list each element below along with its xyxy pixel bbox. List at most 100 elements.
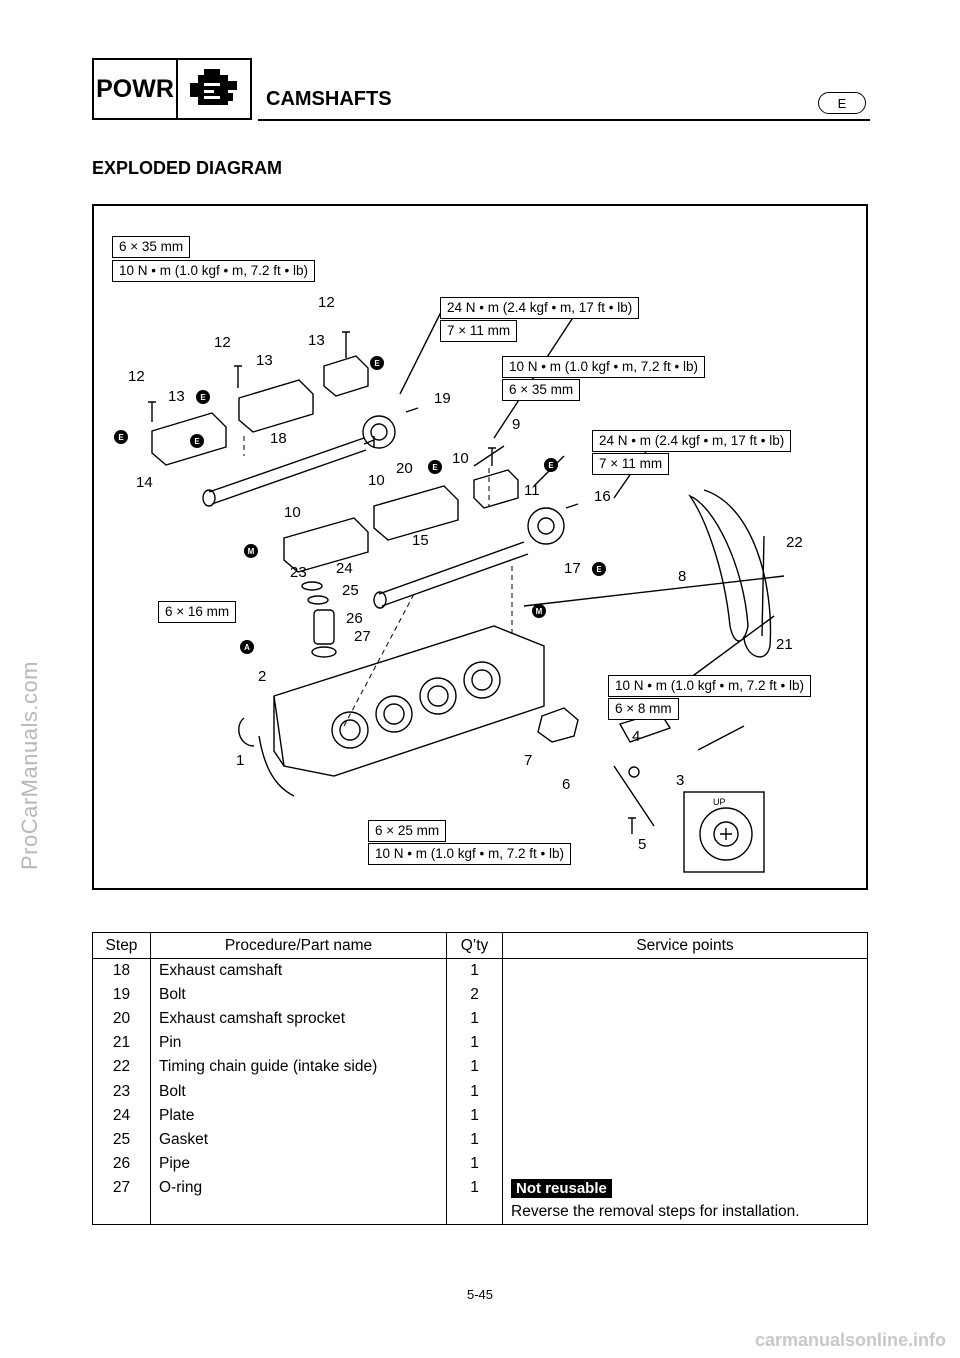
oil-mark-icon: E xyxy=(428,460,442,474)
col-qty: Q’ty xyxy=(446,932,503,959)
service-cell xyxy=(502,1055,868,1080)
table-footer-row: Reverse the removal steps for installati… xyxy=(92,1200,868,1226)
spec-torque: 10 N • m (1.0 kgf • m, 7.2 ft • lb) xyxy=(608,675,811,697)
part-name-cell: Bolt xyxy=(150,982,447,1007)
oil-mark-icon: E xyxy=(114,430,128,444)
part-name-cell: Gasket xyxy=(150,1127,447,1152)
spec-bolt-size: 7 × 11 mm xyxy=(592,453,670,475)
qty-cell: 1 xyxy=(446,1103,503,1128)
callout-3: 3 xyxy=(676,772,685,789)
service-cell xyxy=(502,1127,868,1152)
callout-20: 20 xyxy=(396,460,413,477)
spec-bolt-size: 6 × 25 mm xyxy=(368,820,447,842)
callout-7: 7 xyxy=(524,752,533,769)
sealant-mark-icon: A xyxy=(240,640,254,654)
oil-mark-icon: E xyxy=(544,458,558,472)
col-service-points: Service points xyxy=(502,932,868,959)
part-name-cell xyxy=(150,1200,447,1226)
table-row: 18 Exhaust camshaft 1 xyxy=(92,958,868,983)
section-tab: POWR xyxy=(92,58,252,120)
moly-grease-icon: M xyxy=(532,604,546,618)
table-row: 27 O-ring 1 Not reusable xyxy=(92,1176,868,1201)
table-row: 20 Exhaust camshaft sprocket 1 xyxy=(92,1006,868,1032)
step-cell: 27 xyxy=(92,1176,151,1201)
part-name-cell: Pipe xyxy=(150,1152,447,1177)
table-header-row: Step Procedure/Part name Q’ty Service po… xyxy=(92,932,868,959)
table-row: 23 Bolt 1 xyxy=(92,1079,868,1104)
callout-10: 10 xyxy=(368,472,385,489)
step-cell: 21 xyxy=(92,1031,151,1056)
side-watermark: ProCarManuals.com xyxy=(17,660,42,870)
callout-13: 13 xyxy=(308,332,325,349)
table-row: 21 Pin 1 xyxy=(92,1031,868,1056)
spec-torque: 10 N • m (1.0 kgf • m, 7.2 ft • lb) xyxy=(502,356,705,378)
callout-12: 12 xyxy=(214,334,231,351)
language-badge: E xyxy=(818,92,866,114)
callout-11: 11 xyxy=(524,482,540,499)
oil-mark-icon: E xyxy=(196,390,210,404)
service-cell xyxy=(502,958,868,983)
table-row: 26 Pipe 1 xyxy=(92,1152,868,1177)
callout-19: 19 xyxy=(434,390,451,407)
callout-10: 10 xyxy=(284,504,301,521)
part-name-cell: Timing chain guide (intake side) xyxy=(150,1055,447,1080)
part-name-cell: Pin xyxy=(150,1031,447,1056)
callout-22: 22 xyxy=(786,534,803,551)
step-cell: 23 xyxy=(92,1079,151,1104)
part-name-cell: Plate xyxy=(150,1103,447,1128)
table-row: 24 Plate 1 xyxy=(92,1103,868,1128)
callout-16: 16 xyxy=(594,488,611,505)
engine-icon xyxy=(178,60,250,118)
qty-cell: 1 xyxy=(446,1176,503,1201)
callout-12: 12 xyxy=(128,368,145,385)
qty-cell: 1 xyxy=(446,1127,503,1152)
callout-13: 13 xyxy=(256,352,273,369)
callout-27: 27 xyxy=(354,628,371,645)
spec-torque: 10 N • m (1.0 kgf • m, 7.2 ft • lb) xyxy=(112,260,315,282)
step-cell: 20 xyxy=(92,1006,151,1032)
part-name-cell: Exhaust camshaft xyxy=(150,958,447,983)
service-cell xyxy=(502,1152,868,1177)
callout-23: 23 xyxy=(290,564,307,581)
callout-21: 21 xyxy=(776,636,793,653)
spec-bolt-size: 6 × 35 mm xyxy=(502,379,581,401)
callout-24: 24 xyxy=(336,560,353,577)
page-number: 5-45 xyxy=(466,1287,494,1302)
oil-mark-icon: E xyxy=(370,356,384,370)
callout-12: 12 xyxy=(318,294,335,311)
step-cell: 26 xyxy=(92,1152,151,1177)
callout-18: 18 xyxy=(270,430,287,447)
service-cell xyxy=(502,1031,868,1056)
spec-bolt-size: 6 × 16 mm xyxy=(158,601,237,623)
qty-cell: 1 xyxy=(446,1055,503,1080)
callout-6: 6 xyxy=(562,776,571,793)
bottom-watermark: carmanualsonline.info xyxy=(754,1330,946,1350)
oil-mark-icon: E xyxy=(190,434,204,448)
callout-9: 9 xyxy=(512,416,521,433)
qty-cell xyxy=(446,1200,503,1226)
qty-cell: 1 xyxy=(446,1079,503,1104)
step-cell: 18 xyxy=(92,958,151,983)
callout-5: 5 xyxy=(638,836,647,853)
section-subheading: EXPLODED DIAGRAM xyxy=(92,158,283,178)
service-cell xyxy=(502,1006,868,1032)
callout-10: 10 xyxy=(452,450,469,467)
col-part-name: Procedure/Part name xyxy=(150,932,447,959)
callout-13: 13 xyxy=(168,388,185,405)
service-cell xyxy=(502,1103,868,1128)
callout-1: 1 xyxy=(236,752,245,769)
step-cell: 19 xyxy=(92,982,151,1007)
callout-25: 25 xyxy=(342,582,359,599)
service-cell: Not reusable xyxy=(502,1176,868,1201)
header-rule xyxy=(258,119,870,121)
table-row: 22 Timing chain guide (intake side) 1 xyxy=(92,1055,868,1080)
qty-cell: 1 xyxy=(446,958,503,983)
up-label: UP xyxy=(713,797,726,807)
qty-cell: 1 xyxy=(446,1031,503,1056)
callout-14: 14 xyxy=(136,474,153,491)
parts-table: Step Procedure/Part name Q’ty Service po… xyxy=(92,932,868,1226)
oil-mark-icon: E xyxy=(592,562,606,576)
moly-grease-icon: M xyxy=(244,544,258,558)
spec-torque: 24 N • m (2.4 kgf • m, 17 ft • lb) xyxy=(592,430,792,452)
callout-17: 17 xyxy=(564,560,581,577)
